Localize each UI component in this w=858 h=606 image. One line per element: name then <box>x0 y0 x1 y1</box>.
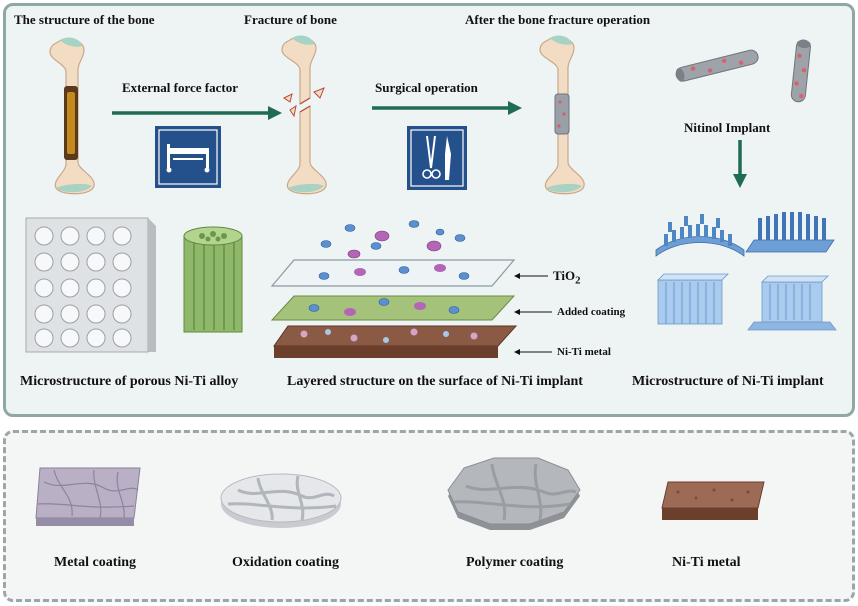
stage1-title: The structure of the bone <box>14 12 155 27</box>
honeycomb-cylinder-icon <box>183 226 243 333</box>
down-arrow <box>733 140 747 188</box>
hospital-bed-icon <box>155 126 221 188</box>
nitinol-rod-icon <box>675 39 811 103</box>
bottom-label-niti-metal: Ni-Ti metal <box>672 555 741 570</box>
arrow1 <box>112 106 282 120</box>
metal-coating-icon <box>35 467 141 526</box>
implant-micro-caption: Microstructure of Ni-Ti implant <box>632 374 824 389</box>
layered-structure-icon <box>270 220 518 358</box>
polymer-coating-icon <box>447 457 581 530</box>
healthy-bone-icon <box>49 37 95 195</box>
stage2-title: Fracture of bone <box>244 12 337 27</box>
stage3-title: After the bone fracture operation <box>465 12 651 27</box>
curved-pillar-surface <box>655 214 745 257</box>
oxidation-coating-icon <box>220 473 342 528</box>
bottom-label-oxidation-coating: Oxidation coating <box>232 555 339 570</box>
repaired-bone-icon <box>539 35 585 195</box>
flat-pillar-surface <box>745 212 835 253</box>
arrow1-label: External force factor <box>122 80 238 95</box>
tube-array-on-base <box>747 275 837 331</box>
layer-arrows <box>514 273 552 355</box>
tube-array-block <box>657 273 729 325</box>
implant-label: Nitinol Implant <box>684 120 771 135</box>
arrow2-label: Surgical operation <box>375 80 478 95</box>
arrow2 <box>372 101 522 115</box>
surgical-tools-icon <box>407 126 467 190</box>
layer-tio2-label: TiO2 <box>553 268 581 287</box>
bottom-label-metal-coating: Metal coating <box>54 555 137 570</box>
layered-caption: Layered structure on the surface of Ni-T… <box>287 374 583 389</box>
implant-microstructure-icon <box>655 212 837 331</box>
porous-lattice-icon <box>25 217 156 353</box>
fractured-bone-icon <box>281 35 327 195</box>
niti-metal-icon <box>661 481 765 520</box>
layer-metal-label: Ni-Ti metal <box>557 346 611 358</box>
bottom-label-polymer-coating: Polymer coating <box>466 555 564 570</box>
porous-caption: Microstructure of porous Ni-Ti alloy <box>20 374 239 389</box>
layer-coating-label: Added coating <box>557 306 626 318</box>
